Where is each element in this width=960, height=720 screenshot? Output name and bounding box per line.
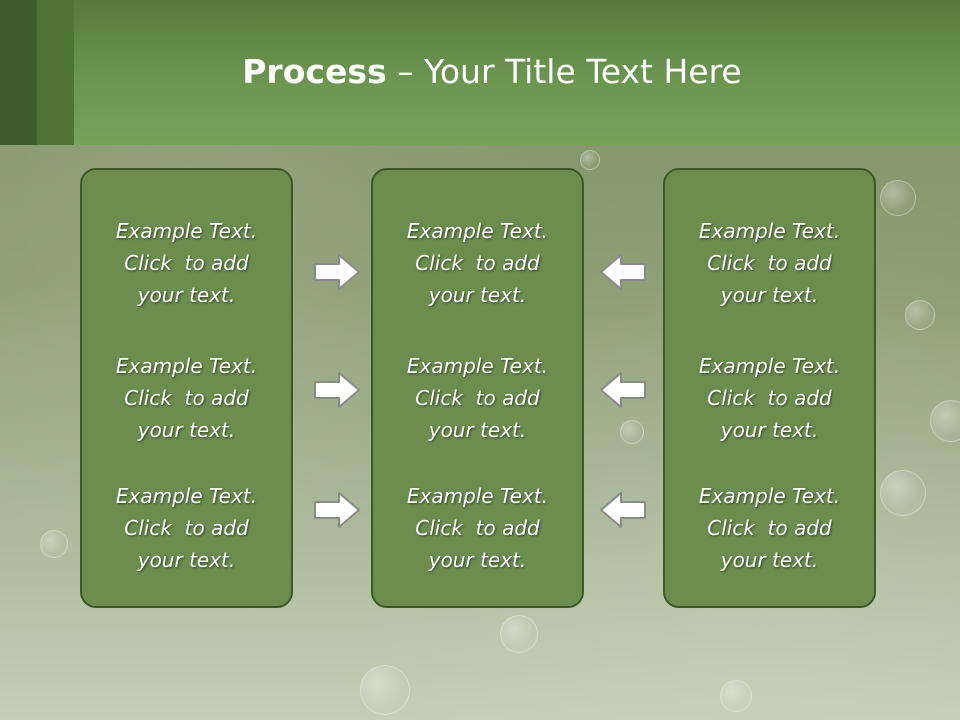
accent-stripe xyxy=(0,0,37,145)
bubble-decoration xyxy=(40,530,68,558)
text-line: your text. xyxy=(428,283,527,307)
text-line: Example Text. xyxy=(406,219,549,243)
text-line: your text. xyxy=(720,283,819,307)
text-line: Click to add xyxy=(415,516,540,540)
text-line: Click to add xyxy=(707,251,832,275)
text-line: Example Text. xyxy=(698,354,841,378)
text-line: Example Text. xyxy=(406,354,549,378)
text-line: Example Text. xyxy=(115,354,258,378)
bubble-decoration xyxy=(620,420,644,444)
title-bar: Process – Your Title Text Here xyxy=(0,0,960,145)
title-bold: Process xyxy=(242,52,387,91)
text-line: Click to add xyxy=(124,516,249,540)
text-line: your text. xyxy=(428,548,527,572)
bubble-decoration xyxy=(880,470,926,516)
text-line: your text. xyxy=(720,548,819,572)
text-line: your text. xyxy=(720,418,819,442)
text-line: Click to add xyxy=(707,516,832,540)
text-line: Example Text. xyxy=(698,484,841,508)
left-arrow-icon[interactable] xyxy=(597,252,647,292)
bubble-decoration xyxy=(930,400,960,442)
text-line: your text. xyxy=(137,548,236,572)
text-line: Example Text. xyxy=(115,219,258,243)
title-rest: – Your Title Text Here xyxy=(386,52,742,91)
right-arrow-icon[interactable] xyxy=(313,252,363,292)
process-box-right[interactable]: Example Text. Click to add your text. Ex… xyxy=(663,168,876,608)
text-line: Click to add xyxy=(707,386,832,410)
text-line: Click to add xyxy=(124,386,249,410)
right-arrow-icon[interactable] xyxy=(313,370,363,410)
bubble-decoration xyxy=(360,665,410,715)
text-block[interactable]: Example Text. Click to add your text. xyxy=(82,350,291,446)
bubble-decoration xyxy=(580,150,600,170)
bubble-decoration xyxy=(500,615,538,653)
left-arrow-icon[interactable] xyxy=(597,370,647,410)
text-line: Click to add xyxy=(415,251,540,275)
text-block[interactable]: Example Text. Click to add your text. xyxy=(665,350,874,446)
text-block[interactable]: Example Text. Click to add your text. xyxy=(373,480,582,576)
text-line: Example Text. xyxy=(115,484,258,508)
text-block[interactable]: Example Text. Click to add your text. xyxy=(373,350,582,446)
text-line: Click to add xyxy=(415,386,540,410)
text-block[interactable]: Example Text. Click to add your text. xyxy=(82,480,291,576)
text-line: your text. xyxy=(428,418,527,442)
right-arrow-icon[interactable] xyxy=(313,490,363,530)
text-block[interactable]: Example Text. Click to add your text. xyxy=(665,215,874,311)
bubble-decoration xyxy=(720,680,752,712)
text-line: Click to add xyxy=(124,251,249,275)
accent-stripe xyxy=(37,0,74,145)
text-line: your text. xyxy=(137,283,236,307)
text-line: your text. xyxy=(137,418,236,442)
process-box-center[interactable]: Example Text. Click to add your text. Ex… xyxy=(371,168,584,608)
text-block[interactable]: Example Text. Click to add your text. xyxy=(82,215,291,311)
bubble-decoration xyxy=(880,180,916,216)
text-line: Example Text. xyxy=(698,219,841,243)
text-block[interactable]: Example Text. Click to add your text. xyxy=(373,215,582,311)
bubble-decoration xyxy=(905,300,935,330)
slide-title[interactable]: Process – Your Title Text Here xyxy=(0,52,960,91)
text-block[interactable]: Example Text. Click to add your text. xyxy=(665,480,874,576)
process-box-left[interactable]: Example Text. Click to add your text. Ex… xyxy=(80,168,293,608)
text-line: Example Text. xyxy=(406,484,549,508)
left-arrow-icon[interactable] xyxy=(597,490,647,530)
